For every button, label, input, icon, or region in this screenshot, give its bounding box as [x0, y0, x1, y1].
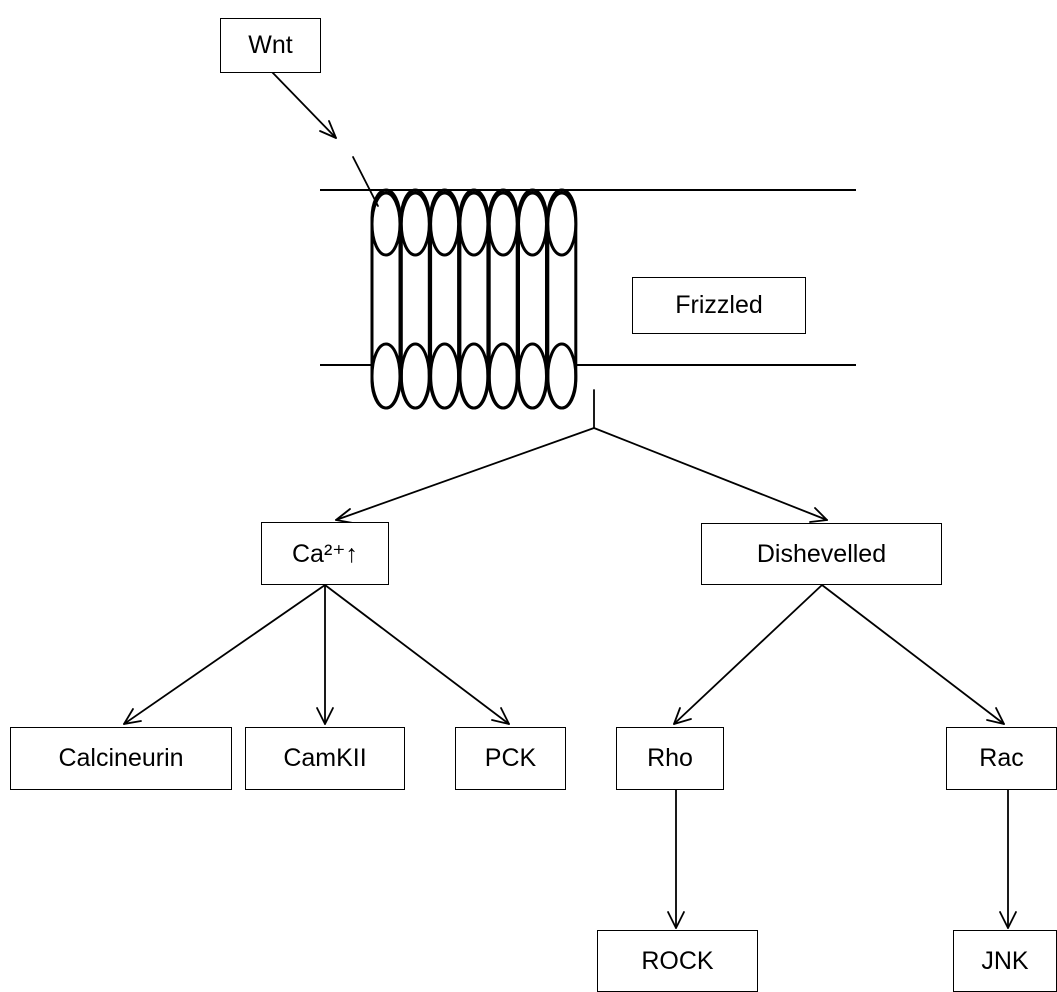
arrow-rac-to-jnk	[999, 789, 1017, 929]
node-dishevelled: Dishevelled	[701, 523, 942, 585]
extracellular-loop	[487, 191, 519, 257]
node-calcium: Ca²⁺↑	[261, 522, 389, 585]
arrow-calcium-to-camkii	[316, 584, 334, 725]
node-rock: ROCK	[597, 930, 758, 992]
arrow-calcium-to-pck	[324, 584, 510, 725]
frizzled-receptor	[370, 188, 578, 410]
arrow-dishevelled-to-rho	[673, 584, 823, 725]
extracellular-loop	[458, 191, 490, 257]
arrow-dishevelled-to-rac	[821, 584, 1005, 725]
arrow-rho-to-rock	[667, 789, 685, 929]
node-pck: PCK	[455, 727, 566, 790]
arrow-wnt-to-frizzled	[271, 71, 379, 207]
extracellular-loop	[399, 191, 431, 257]
arrows	[123, 71, 1017, 929]
arrow-calcium-to-calcineurin	[123, 584, 326, 725]
node-wnt: Wnt	[220, 18, 321, 73]
extracellular-loop	[429, 191, 461, 257]
extracellular-loop	[546, 191, 578, 257]
node-calcineurin: Calcineurin	[10, 727, 232, 790]
node-frizzled: Frizzled	[632, 277, 806, 334]
arrow-to-dishevelled	[593, 427, 828, 523]
extracellular-loop	[517, 191, 548, 257]
arrow-to-calcium	[335, 427, 595, 524]
intracellular-loop	[546, 342, 578, 410]
node-jnk: JNK	[953, 930, 1057, 992]
node-rac: Rac	[946, 727, 1057, 790]
node-camkii: CamKII	[245, 727, 405, 790]
node-rho: Rho	[616, 727, 724, 790]
